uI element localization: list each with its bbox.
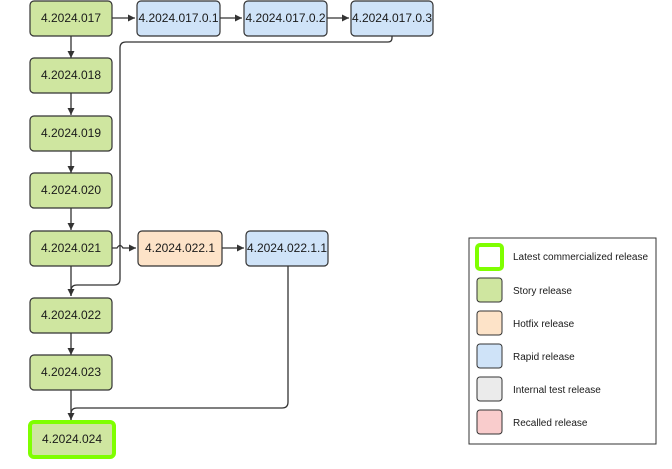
- node-label: 4.2024.017.0.2: [245, 11, 325, 25]
- node-4-2024-022-1-1[interactable]: 4.2024.022.1.1: [245, 230, 329, 267]
- legend-swatch-hotfix: [476, 310, 503, 336]
- node-4-2024-018[interactable]: 4.2024.018: [29, 57, 113, 94]
- node-label: 4.2024.017.0.3: [352, 11, 432, 25]
- node-4-2024-021[interactable]: 4.2024.021: [29, 230, 113, 267]
- legend-label-recalled: Recalled release: [513, 418, 588, 429]
- node-4-2024-017-0-3[interactable]: 4.2024.017.0.3: [350, 0, 434, 37]
- node-label: 4.2024.022.1.1: [247, 241, 327, 255]
- legend-label-rapid: Rapid release: [513, 352, 575, 363]
- node-4-2024-024-latest[interactable]: 4.2024.024: [28, 420, 116, 459]
- node-4-2024-022-1[interactable]: 4.2024.022.1: [137, 230, 223, 267]
- legend-item-latest: Latest commercialized release: [475, 243, 648, 271]
- legend-label-story: Story release: [513, 286, 572, 297]
- edges: [67, 14, 393, 420]
- legend-swatch-latest: [475, 243, 504, 271]
- edge-022-1-1-to-024: [70, 266, 289, 420]
- legend-item-recalled: Recalled release: [476, 409, 588, 435]
- node-4-2024-019[interactable]: 4.2024.019: [29, 115, 113, 152]
- legend-item-internal-test: Internal test release: [476, 376, 601, 402]
- legend-item-hotfix: Hotfix release: [476, 310, 575, 336]
- legend-swatch-story: [476, 277, 503, 303]
- legend-swatch-internal-test: [476, 376, 503, 402]
- node-4-2024-020[interactable]: 4.2024.020: [29, 172, 113, 209]
- node-4-2024-022[interactable]: 4.2024.022: [29, 297, 113, 334]
- node-label: 4.2024.022: [41, 308, 101, 322]
- node-label: 4.2024.023: [41, 365, 101, 379]
- legend-item-rapid: Rapid release: [476, 343, 575, 369]
- node-label: 4.2024.019: [41, 126, 101, 140]
- node-4-2024-017-0-1[interactable]: 4.2024.017.0.1: [136, 0, 221, 37]
- node-label: 4.2024.021: [41, 241, 101, 255]
- node-4-2024-023[interactable]: 4.2024.023: [29, 354, 113, 391]
- node-label: 4.2024.020: [41, 183, 101, 197]
- legend: Latest commercialized release Story rele…: [468, 237, 657, 445]
- legend-swatch-recalled: [476, 409, 503, 435]
- node-label: 4.2024.022.1: [145, 241, 215, 255]
- node-label: 4.2024.017: [41, 11, 101, 25]
- edge-021-to-022-1: [112, 244, 136, 252]
- node-label: 4.2024.018: [41, 68, 101, 82]
- legend-label-hotfix: Hotfix release: [513, 319, 575, 330]
- node-label: 4.2024.017.0.1: [138, 11, 218, 25]
- node-label: 4.2024.024: [42, 432, 102, 446]
- node-4-2024-017[interactable]: 4.2024.017: [29, 0, 113, 37]
- legend-item-story: Story release: [476, 277, 572, 303]
- legend-swatch-rapid: [476, 343, 503, 369]
- legend-label-internal-test: Internal test release: [513, 385, 601, 396]
- edge-017-0-3-to-022: [70, 36, 393, 296]
- legend-label-latest: Latest commercialized release: [513, 252, 648, 263]
- node-4-2024-017-0-2[interactable]: 4.2024.017.0.2: [243, 0, 328, 37]
